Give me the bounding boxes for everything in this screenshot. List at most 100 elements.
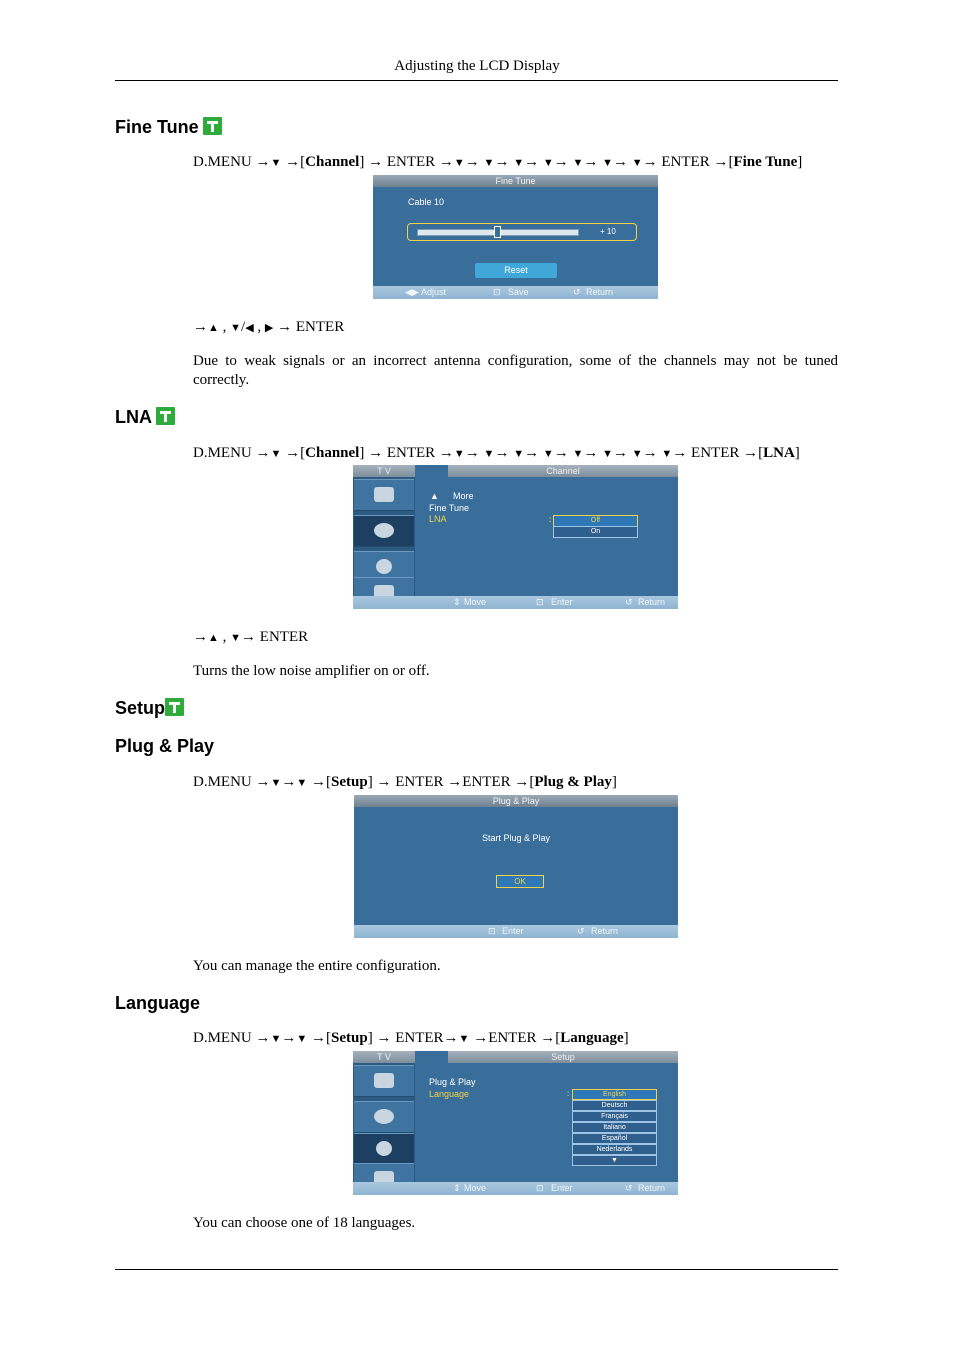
seq-bold-setup: Setup bbox=[331, 774, 368, 790]
language-option[interactable]: Deutsch bbox=[572, 1100, 657, 1111]
sidebar-item-picture[interactable] bbox=[354, 1065, 414, 1097]
enter-icon: ⊡ bbox=[488, 926, 496, 936]
foot-enter: Enter bbox=[551, 1183, 573, 1193]
seq-text: → bbox=[464, 154, 480, 170]
seq-bold-target: Plug & Play bbox=[534, 774, 612, 790]
osd-sidebar bbox=[353, 1063, 415, 1195]
seq-text: ] bbox=[797, 154, 803, 170]
down-arrow-icon: ▼ bbox=[513, 157, 525, 169]
seq-text: D.MENU → bbox=[193, 445, 271, 461]
return-icon: ↺ bbox=[625, 1183, 633, 1193]
down-arrow-icon: ▼ bbox=[602, 448, 613, 460]
fine-tune-nav: →▲ , ▼/◀ , ▶ → ENTER bbox=[193, 319, 345, 335]
seq-bold-channel: Channel bbox=[305, 154, 360, 170]
down-arrow-icon: ▼ bbox=[602, 157, 613, 169]
nav-arrow: → bbox=[193, 629, 208, 645]
up-arrow-icon: ▲ bbox=[208, 632, 219, 644]
plug-play-sequence: D.MENU →▼→▼ →[Setup] → ENTER →ENTER →[Pl… bbox=[193, 774, 617, 790]
option-on[interactable]: On bbox=[553, 526, 638, 538]
lna-osd: T V Channel ▲ More Fine Tune LNA : Off O… bbox=[353, 465, 678, 609]
language-option[interactable]: Español bbox=[572, 1133, 657, 1144]
language-option[interactable]: Italiano bbox=[572, 1122, 657, 1133]
seq-text: →[ bbox=[307, 774, 332, 790]
fine-tune-heading-text: Fine Tune bbox=[115, 117, 199, 137]
foot-move: Move bbox=[464, 1183, 487, 1193]
menu-fine-tune[interactable]: Fine Tune bbox=[429, 503, 470, 513]
fine-tune-description: Due to weak signals or an incorrect ante… bbox=[193, 353, 838, 388]
menu-more[interactable]: More bbox=[453, 491, 474, 501]
fine-tune-slider-frame[interactable]: + 10 bbox=[407, 223, 637, 241]
up-arrow-icon: ▲ bbox=[208, 322, 219, 334]
foot-return: Return bbox=[638, 1183, 666, 1193]
nav-text: → ENTER bbox=[277, 319, 345, 335]
down-arrow-icon: ▼ bbox=[542, 157, 554, 169]
down-arrow-icon: ▼ bbox=[483, 448, 495, 460]
down-arrow-icon: ▼ bbox=[572, 448, 584, 460]
osd-title: Channel bbox=[448, 465, 678, 477]
gear-icon bbox=[376, 1141, 392, 1156]
down-arrow-icon: ▼ bbox=[631, 448, 643, 460]
plug-play-osd: Plug & Play Start Plug & Play OK ⊡Enter … bbox=[354, 795, 678, 938]
tv-mode-icon bbox=[202, 117, 222, 135]
down-arrow-icon: ▼ bbox=[572, 157, 584, 169]
language-option[interactable]: Français bbox=[572, 1111, 657, 1122]
setup-heading-text: Setup bbox=[115, 698, 166, 718]
foot-enter: Enter bbox=[502, 926, 524, 936]
tab-tv: T V bbox=[353, 1051, 415, 1063]
picture-icon bbox=[374, 487, 394, 502]
foot-move: Move bbox=[464, 597, 487, 607]
seq-text: ENTER →[ bbox=[687, 445, 764, 461]
fine-tune-heading: Fine Tune bbox=[115, 117, 222, 138]
seq-text: D.MENU → bbox=[193, 1030, 271, 1046]
language-option[interactable]: Nederlands bbox=[572, 1144, 657, 1155]
language-heading: Language bbox=[115, 993, 201, 1013]
osd-footer: ⊡Enter ↺Return bbox=[354, 925, 678, 938]
satellite-icon bbox=[374, 1109, 394, 1124]
seq-text: ENTER →[ bbox=[657, 154, 734, 170]
osd-title: Plug & Play bbox=[354, 795, 678, 807]
down-arrow-icon: ▼ bbox=[270, 157, 282, 169]
language-osd: T V Setup Plug & Play Language : English… bbox=[353, 1051, 678, 1195]
language-sequence: D.MENU →▼→▼ →[Setup] → ENTER→▼ →ENTER →[… bbox=[193, 1030, 629, 1046]
sidebar-item-setup[interactable] bbox=[354, 1133, 414, 1165]
ok-button[interactable]: OK bbox=[496, 875, 544, 888]
plug-play-heading: Plug & Play bbox=[115, 736, 215, 756]
seq-text: → bbox=[464, 445, 480, 461]
foot-enter: Enter bbox=[551, 597, 573, 607]
fine-tune-sequence: D.MENU →▼ →[Channel] → ENTER →▼→ ▼→ ▼→ ▼… bbox=[193, 154, 803, 170]
seq-bold-target: LNA bbox=[763, 445, 795, 461]
down-arrow-icon: ▼ bbox=[296, 777, 308, 789]
down-arrow-icon: ▼ bbox=[230, 322, 242, 334]
menu-language[interactable]: Language bbox=[429, 1089, 470, 1099]
return-icon: ↺ bbox=[573, 287, 581, 297]
seq-text: →[ bbox=[307, 1030, 332, 1046]
reset-button[interactable]: Reset bbox=[475, 263, 557, 278]
sidebar-item-picture[interactable] bbox=[354, 479, 414, 511]
down-arrow-icon: ▼ bbox=[458, 1033, 470, 1045]
scroll-down-button[interactable]: ▼ bbox=[572, 1155, 657, 1166]
seq-text: D.MENU → bbox=[193, 154, 271, 170]
lna-heading: LNA bbox=[115, 407, 175, 428]
satellite-icon bbox=[374, 523, 394, 538]
seq-text: D.MENU → bbox=[193, 774, 271, 790]
language-colon: : bbox=[567, 1089, 570, 1098]
left-arrow-icon: ◀ bbox=[245, 322, 254, 334]
down-arrow-icon: ▼ bbox=[230, 632, 242, 644]
fine-tune-slider-knob[interactable] bbox=[494, 226, 501, 238]
seq-text: ] → ENTER→ bbox=[367, 1030, 459, 1046]
fine-tune-value: + 10 bbox=[600, 227, 616, 236]
osd-title: Fine Tune bbox=[373, 175, 658, 187]
sidebar-item-channel[interactable] bbox=[354, 1101, 414, 1133]
nav-arrow: → bbox=[193, 319, 208, 335]
seq-bold-setup: Setup bbox=[331, 1030, 368, 1046]
fine-tune-osd: Fine Tune Cable 10 + 10 Reset ◀▶Adjust ⊡… bbox=[373, 175, 658, 299]
seq-text: →[ bbox=[281, 154, 306, 170]
sidebar-item-channel[interactable] bbox=[354, 515, 414, 547]
seq-text: →ENTER →[ bbox=[469, 1030, 561, 1046]
menu-plug-play[interactable]: Plug & Play bbox=[429, 1077, 476, 1087]
seq-bold-target: Fine Tune bbox=[733, 154, 798, 170]
foot-return: Return bbox=[586, 287, 614, 297]
return-icon: ↺ bbox=[625, 597, 633, 607]
menu-lna[interactable]: LNA bbox=[429, 514, 447, 524]
language-option[interactable]: English bbox=[572, 1089, 657, 1100]
